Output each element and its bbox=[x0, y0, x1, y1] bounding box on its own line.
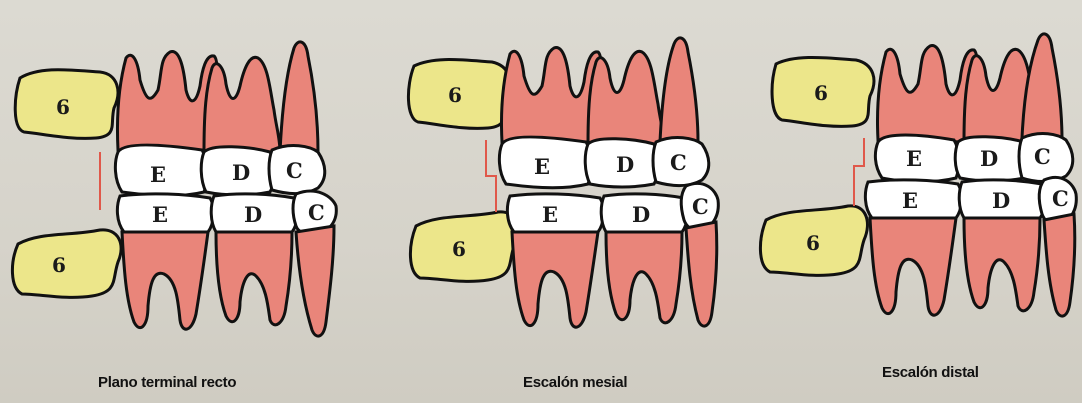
lower-tooth-C-label: C bbox=[1052, 186, 1069, 211]
upper-tooth-D-label: D bbox=[980, 146, 998, 171]
caption-plano-terminal-recto: Plano terminal recto bbox=[98, 374, 236, 391]
upper-roots-E bbox=[117, 52, 216, 152]
upper-roots-D bbox=[204, 57, 280, 152]
lower-molar-6-label: 6 bbox=[806, 231, 820, 255]
lower-roots-E bbox=[122, 232, 208, 329]
lower-tooth-D-label: D bbox=[992, 188, 1010, 213]
upper-root-C bbox=[660, 38, 698, 142]
mesial-step-line bbox=[486, 140, 496, 212]
upper-tooth-C-label: C bbox=[286, 158, 303, 183]
panel-2-illustration: 6 6 E D C E D C bbox=[360, 0, 722, 370]
upper-tooth-D-label: D bbox=[616, 152, 634, 177]
lower-tooth-C-label: C bbox=[308, 200, 325, 225]
caption-escalon-distal: Escalón distal bbox=[882, 364, 979, 381]
panel-1-illustration: 6 6 E D C E D C bbox=[0, 0, 360, 370]
lower-roots-D bbox=[964, 218, 1040, 311]
lower-molar-6-label: 6 bbox=[52, 253, 66, 277]
panel-escalon-mesial: 6 6 E D C E D C bbox=[360, 0, 722, 403]
upper-tooth-E-label: E bbox=[906, 146, 922, 171]
lower-molar-6-label: 6 bbox=[452, 237, 466, 261]
distal-step-line bbox=[854, 138, 864, 206]
lower-root-C bbox=[686, 222, 717, 326]
lower-root-C bbox=[1044, 214, 1075, 316]
lower-roots-E bbox=[870, 218, 956, 315]
lower-tooth-E-label: E bbox=[542, 202, 558, 227]
lower-roots-E bbox=[512, 232, 598, 327]
upper-molar-6-label: 6 bbox=[814, 81, 828, 105]
upper-tooth-E-label: E bbox=[150, 162, 166, 187]
lower-tooth-E-label: E bbox=[152, 202, 168, 227]
caption-escalon-mesial: Escalón mesial bbox=[523, 374, 627, 391]
upper-tooth-C-label: C bbox=[1034, 144, 1051, 169]
lower-roots-D bbox=[606, 232, 682, 323]
panel-escalon-distal: 6 6 E D C E D C bbox=[722, 0, 1082, 403]
upper-tooth-E-label: E bbox=[534, 154, 550, 179]
upper-molar-6-label: 6 bbox=[56, 95, 70, 119]
lower-root-C bbox=[296, 226, 334, 336]
lower-roots-D bbox=[216, 232, 292, 325]
upper-roots-D bbox=[588, 51, 664, 144]
lower-tooth-C-label: C bbox=[692, 194, 709, 219]
lower-tooth-D-label: D bbox=[244, 202, 262, 227]
lower-molar-6 bbox=[12, 230, 121, 298]
lower-tooth-E-label: E bbox=[902, 188, 918, 213]
upper-root-C bbox=[1022, 34, 1062, 140]
panel-3-illustration: 6 6 E D C E D C bbox=[722, 0, 1082, 370]
upper-tooth-D-label: D bbox=[232, 160, 250, 185]
panel-plano-terminal-recto: 6 6 E D C E D C bbox=[0, 0, 360, 403]
upper-roots-E bbox=[501, 48, 600, 144]
upper-roots-E bbox=[877, 46, 976, 142]
upper-molar-6-label: 6 bbox=[448, 83, 462, 107]
lower-tooth-D-label: D bbox=[632, 202, 650, 227]
upper-tooth-C-label: C bbox=[670, 150, 687, 175]
upper-root-C bbox=[280, 42, 318, 152]
